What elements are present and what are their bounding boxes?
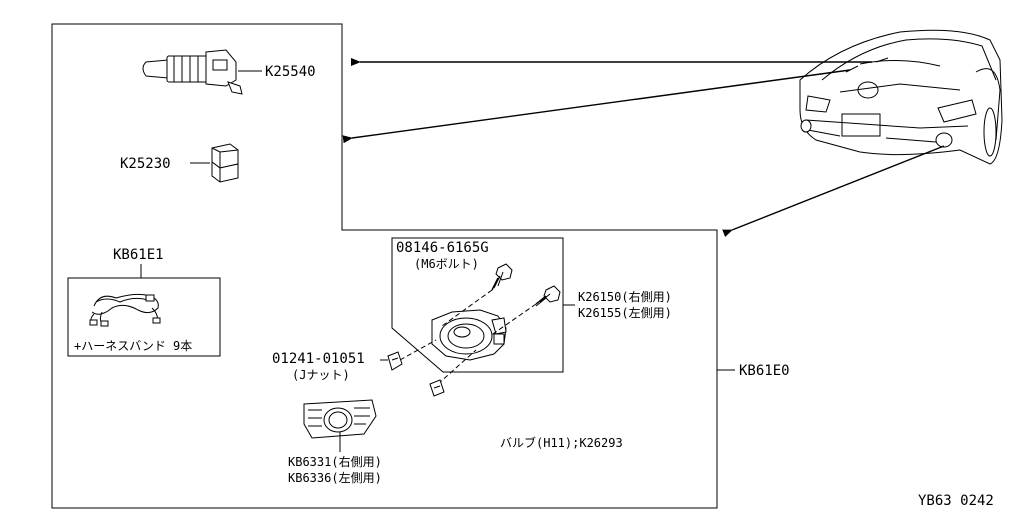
label-kb6331: KB6331(右側用): [288, 454, 382, 469]
j-nut-icon: [387, 351, 403, 371]
label-bolt-pn: 08146-6165G: [396, 240, 489, 256]
j-nut-icon: [429, 379, 445, 397]
label-k25230: K25230: [120, 156, 171, 172]
label-kb61e0: KB61E0: [739, 363, 790, 379]
bezel-icon: [303, 399, 377, 439]
harness-box: [67, 277, 221, 357]
arrow-to-foglamp-kit: [722, 145, 945, 238]
kit-outline: [51, 23, 718, 509]
label-k25540: K25540: [265, 64, 316, 80]
arrow-to-relay: [342, 69, 851, 144]
label-kb61e1: KB61E1: [113, 247, 164, 263]
label-bulb: バルブ(H11);K26293: [500, 435, 623, 450]
foglamp-subbox: [391, 237, 564, 373]
harness-icon: [89, 293, 161, 327]
switch-stalk-icon: [142, 49, 243, 95]
label-bolt-desc: (M6ボルト): [414, 257, 479, 271]
foglamp-icon: [431, 309, 507, 361]
bolt-icon: [491, 263, 513, 291]
relay-icon: [211, 143, 239, 183]
label-harness-band: +ハーネスバンド 9本: [74, 339, 192, 353]
label-jnut-pn: 01241-01051: [272, 351, 365, 367]
figure-code: YB63 0242: [918, 493, 994, 509]
label-jnut-desc: (Jナット): [292, 368, 350, 382]
bolt-icon: [535, 285, 561, 307]
label-k26150: K26150(右側用): [578, 289, 672, 304]
car-icon: [799, 29, 1003, 165]
label-kb6336: KB6336(左側用): [288, 470, 382, 485]
label-k26155: K26155(左側用): [578, 305, 672, 320]
